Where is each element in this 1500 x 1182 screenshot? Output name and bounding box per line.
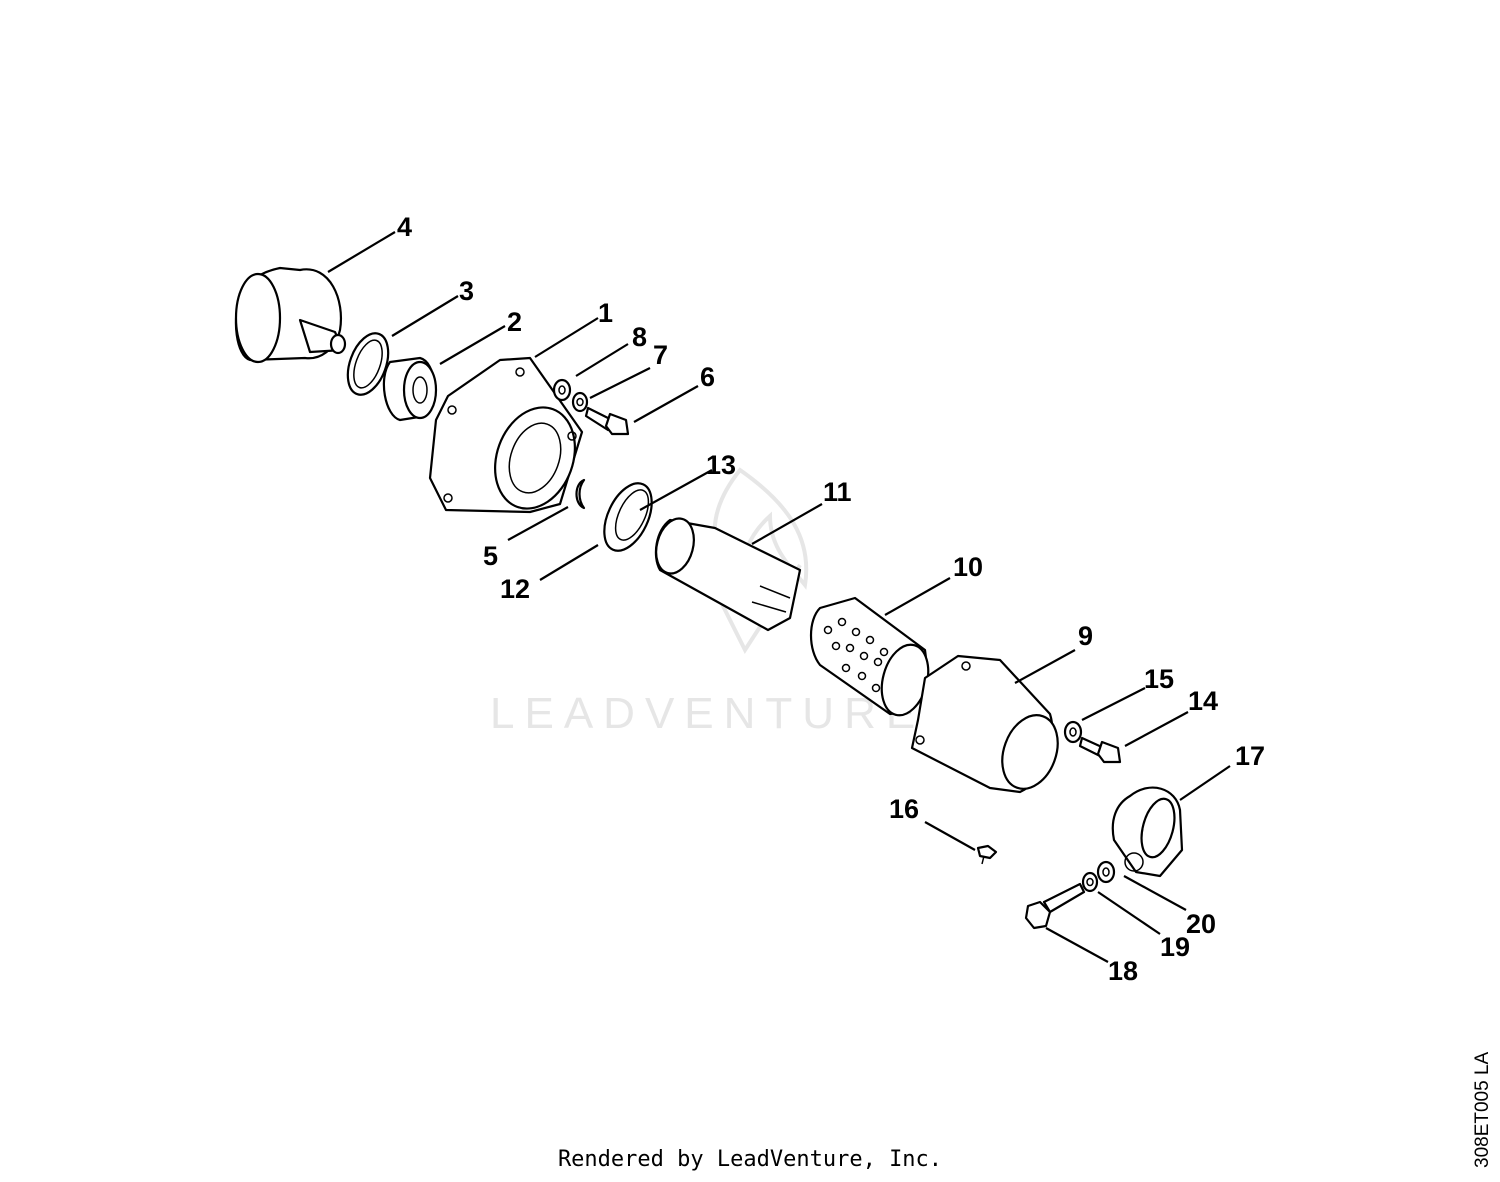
callout-numbers: 1 2 3 4 5 6 7 8 9 10 11 12 13 14 15 16 1… — [397, 212, 1265, 986]
perforation-holes — [823, 617, 889, 693]
washer-part-8 — [552, 378, 572, 402]
washer-part-20 — [1096, 860, 1116, 884]
callout-1: 1 — [598, 298, 613, 328]
cap-housing-part-9 — [910, 654, 1059, 794]
callout-20: 20 — [1186, 909, 1216, 939]
bolt-part-6 — [584, 406, 630, 436]
screw-part-16 — [976, 844, 998, 865]
bolt-part-14 — [1078, 736, 1122, 764]
callout-10: 10 — [953, 552, 983, 582]
clutch-drum-part — [234, 266, 347, 364]
callout-12: 12 — [500, 574, 530, 604]
callout-19: 19 — [1160, 932, 1190, 962]
callout-13: 13 — [706, 450, 736, 480]
clamp-part-17 — [1111, 786, 1184, 878]
housing-part — [428, 356, 584, 514]
callout-2: 2 — [507, 307, 522, 337]
footer-credit: Rendered by LeadVenture, Inc. — [557, 1147, 943, 1172]
snap-ring-part-5 — [575, 478, 586, 510]
sleeve-part-11 — [654, 517, 802, 632]
callout-6: 6 — [700, 362, 715, 392]
bolt-part-18 — [1024, 882, 1086, 930]
washer-part-19 — [1081, 871, 1099, 893]
callout-3: 3 — [459, 276, 474, 306]
bearing-part — [382, 356, 438, 422]
callout-15: 15 — [1144, 664, 1174, 694]
seal-ring-part-12 — [603, 482, 653, 552]
callout-11: 11 — [823, 477, 852, 507]
watermark-text: LEADVENTURE — [490, 689, 925, 738]
washer-part-7 — [571, 391, 589, 413]
leader-lines — [327, 231, 1231, 963]
callout-17: 17 — [1235, 741, 1265, 771]
callout-16: 16 — [889, 794, 919, 824]
callout-18: 18 — [1108, 956, 1138, 986]
document-code: 308ET005 LA — [1472, 1051, 1493, 1168]
callout-9: 9 — [1078, 621, 1093, 651]
washer-part-15 — [1063, 720, 1083, 744]
callout-8: 8 — [632, 322, 647, 352]
callout-4: 4 — [397, 212, 412, 242]
callout-14: 14 — [1188, 686, 1218, 716]
callout-7: 7 — [653, 340, 668, 370]
cylinder-part-10 — [810, 596, 930, 717]
callout-5: 5 — [483, 541, 498, 571]
